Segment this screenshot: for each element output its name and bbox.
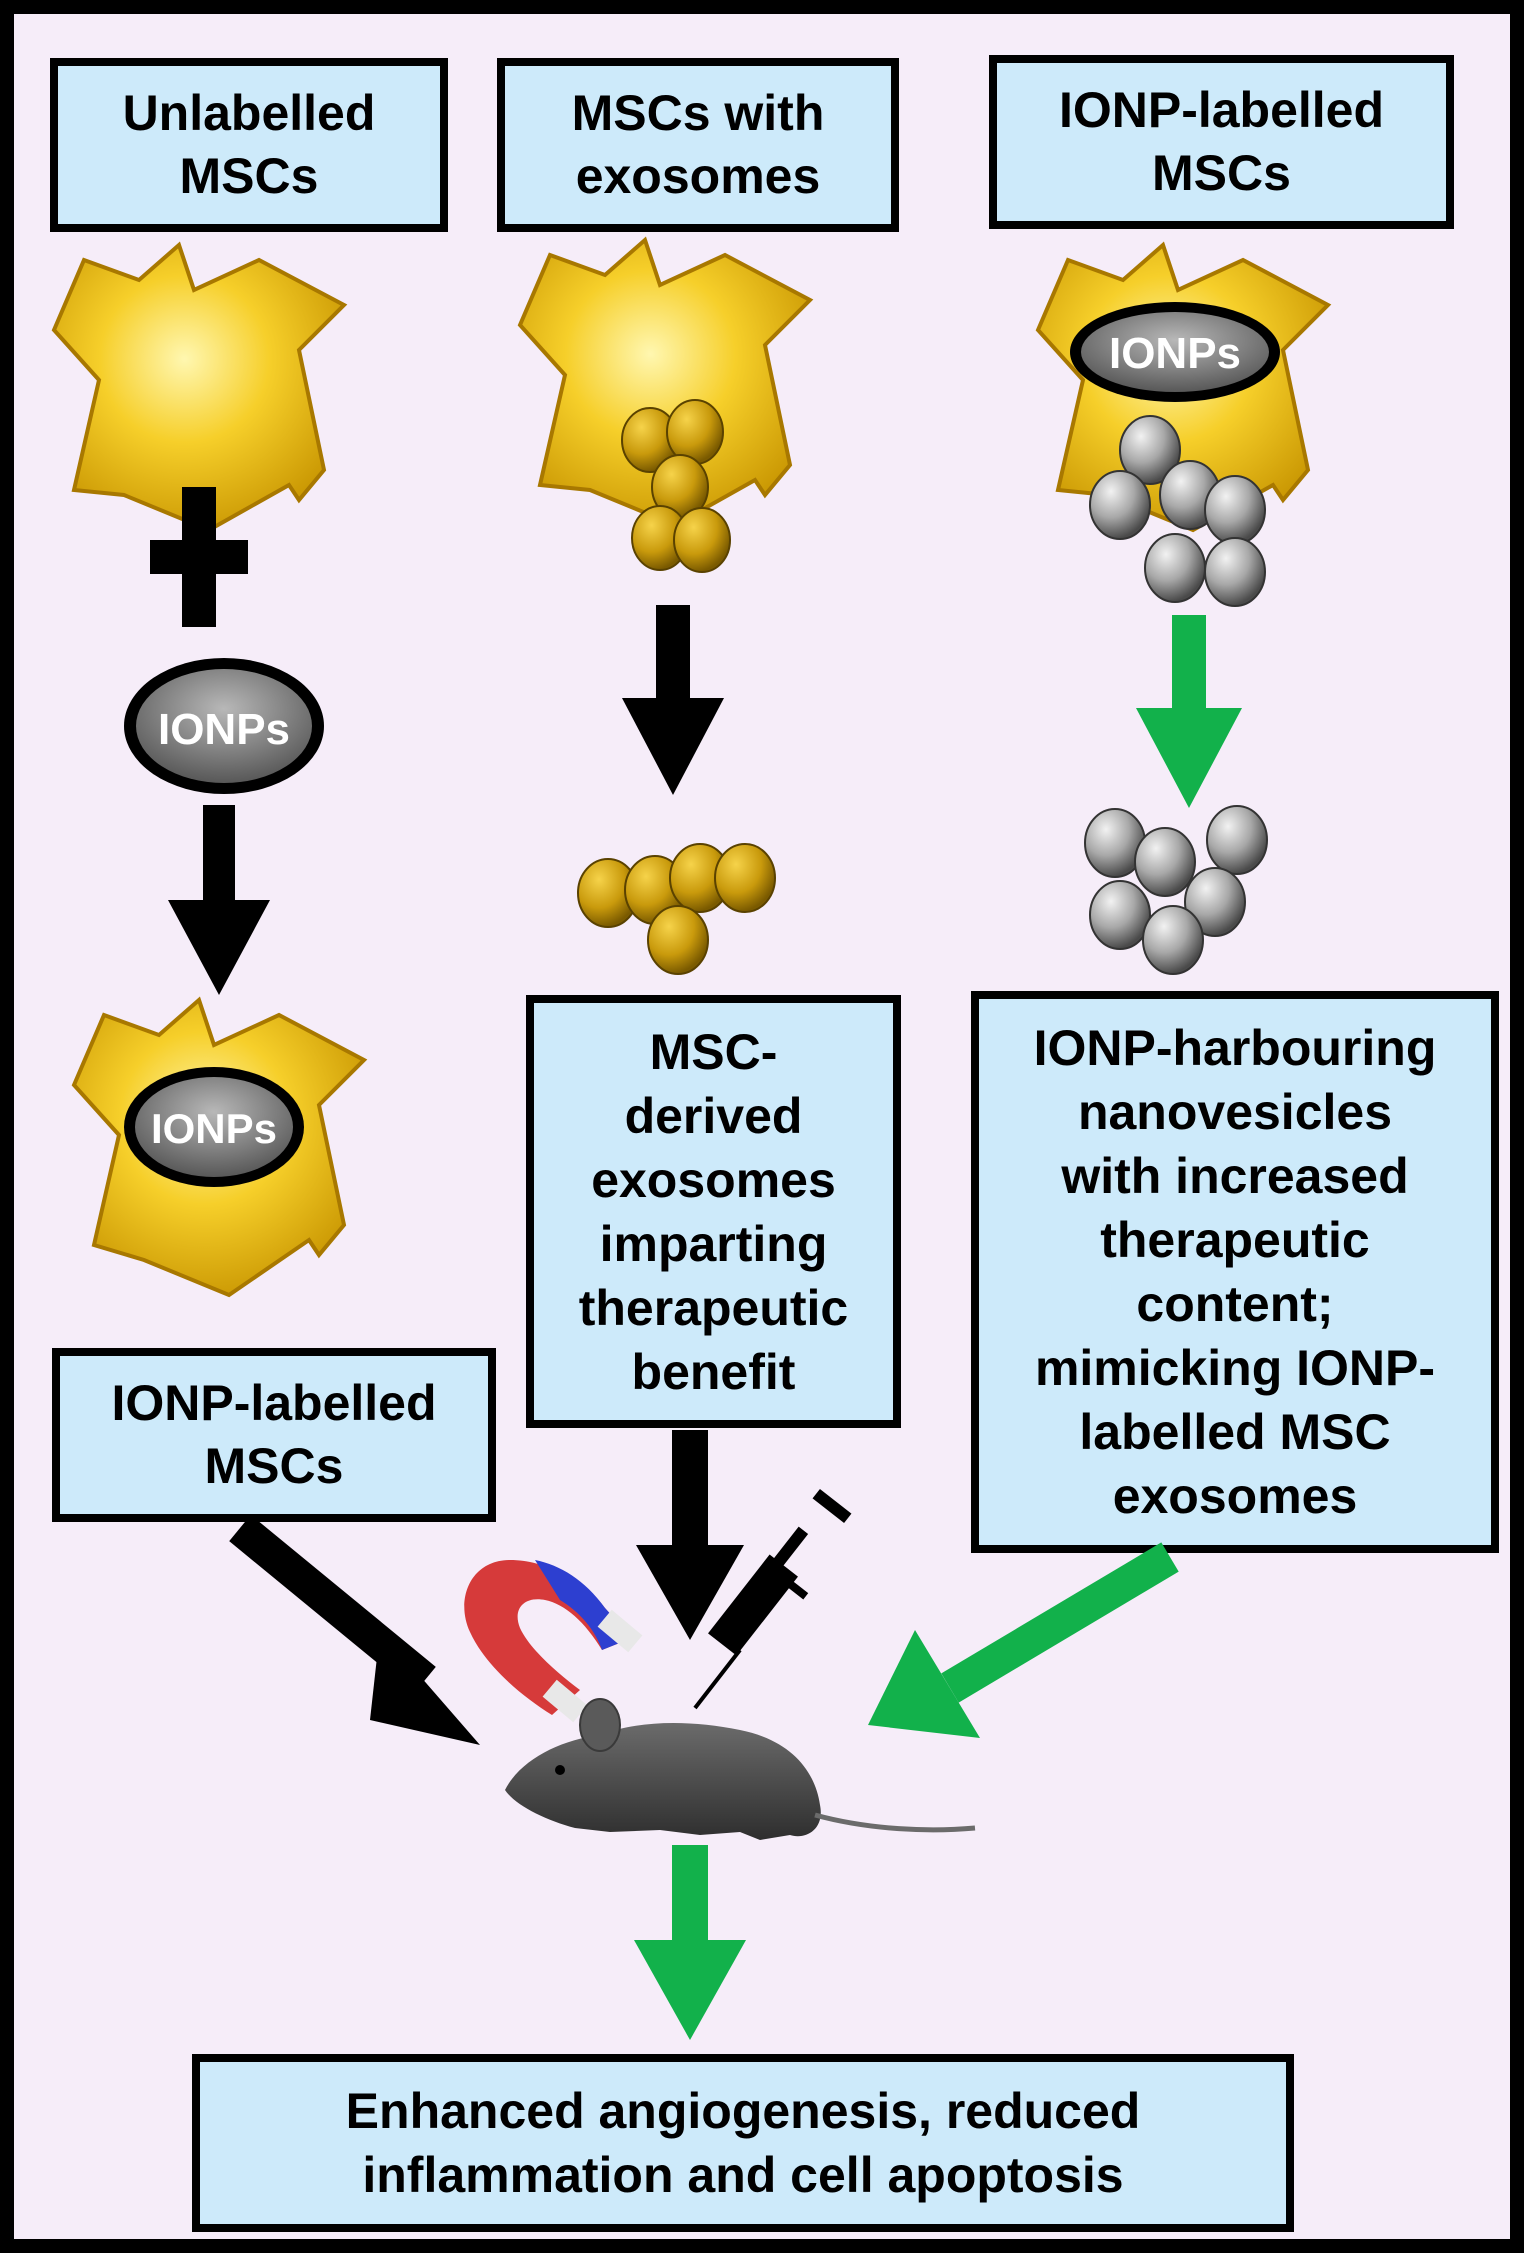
header-ionp-labelled-mscs-text: IONP-labelled MSCs [1058, 82, 1385, 201]
arrow-down-left-column [168, 805, 270, 995]
green-arrow-down-right-column [1136, 615, 1242, 808]
ionp-ellipse-label: IONPs [1109, 329, 1241, 378]
ionp-ellipse-icon: IONPs [124, 658, 324, 794]
ionp-ellipse-label: IONPs [151, 1105, 277, 1152]
middle-result-box: MSC- derived exosomes imparting therapeu… [526, 995, 901, 1428]
nanovesicle-cluster-icon [1084, 805, 1268, 975]
header-unlabelled-mscs: Unlabelled MSCs [50, 58, 448, 232]
left-result-text: IONP-labelled MSCs [111, 1375, 437, 1494]
header-unlabelled-mscs-text: Unlabelled MSCs [122, 85, 376, 204]
arrow-middle-to-mouse [636, 1430, 744, 1640]
outcome-box: Enhanced angiogenesis, reduced inflammat… [192, 2054, 1294, 2232]
green-arrow-right-to-mouse [868, 1542, 1179, 1738]
header-ionp-labelled-mscs: IONP-labelled MSCs [989, 55, 1454, 229]
magnet-icon [464, 1560, 643, 1723]
exosome-cluster-icon [577, 843, 776, 975]
cell-icon [517, 236, 814, 528]
middle-result-text: MSC- derived exosomes imparting therapeu… [578, 1023, 849, 1400]
syringe-icon [693, 1488, 852, 1710]
outcome-text: Enhanced angiogenesis, reduced inflammat… [345, 2083, 1141, 2203]
cell-icon [51, 241, 348, 533]
header-mscs-with-exosomes-text: MSCs with exosomes [571, 85, 825, 204]
right-result-text: IONP-harbouring nanovesicles with increa… [1033, 1020, 1437, 1524]
nanovesicle-cluster-icon [1089, 415, 1266, 607]
mouse-icon [505, 1698, 976, 1840]
left-result-box: IONP-labelled MSCs [52, 1348, 496, 1522]
exosome-cluster-icon [621, 399, 731, 573]
plus-icon [150, 487, 248, 627]
ionp-ellipse-icon: IONPs [124, 1067, 304, 1187]
arrow-left-to-mouse [229, 1514, 480, 1745]
right-result-box: IONP-harbouring nanovesicles with increa… [971, 991, 1499, 1553]
green-arrow-mouse-to-outcome [634, 1845, 746, 2040]
ionp-ellipse-icon: IONPs [1070, 302, 1280, 402]
ionp-ellipse-label: IONPs [158, 705, 290, 754]
arrow-down-middle-column [622, 605, 724, 795]
header-mscs-with-exosomes: MSCs with exosomes [497, 58, 899, 232]
